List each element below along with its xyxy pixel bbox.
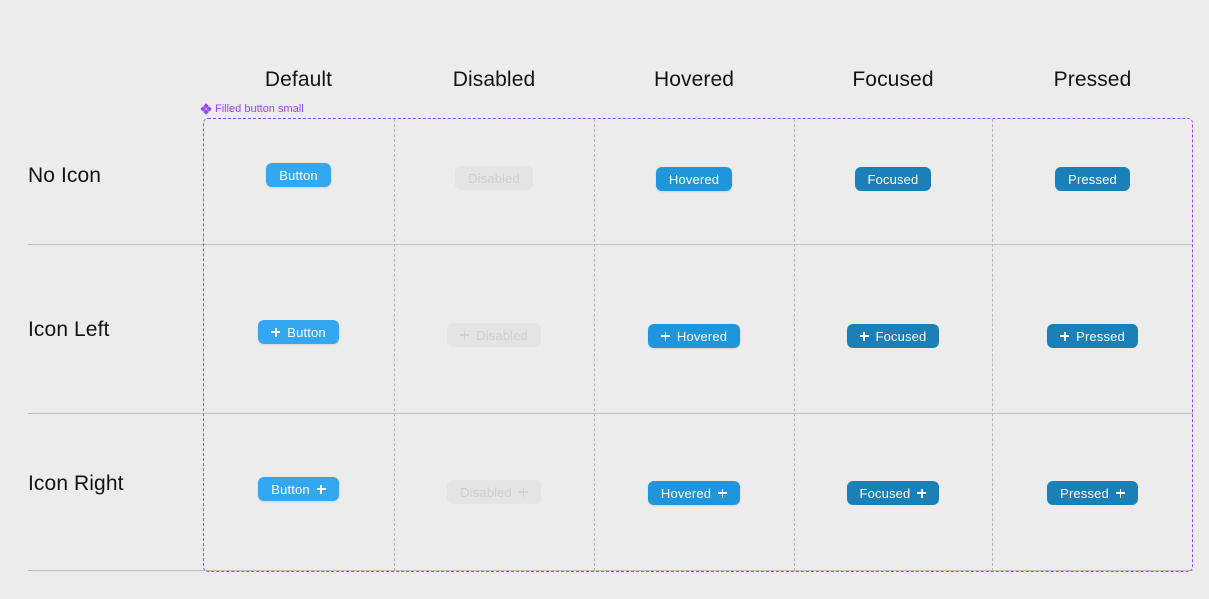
plus-icon (859, 331, 869, 341)
row-label-no-icon: No Icon (28, 164, 102, 187)
row-separator-1 (28, 413, 1193, 414)
cell-divider-1 (594, 119, 595, 571)
column-header-disabled: Disabled (452, 68, 536, 91)
button-label: Button (279, 167, 318, 183)
column-header-default: Default (264, 68, 333, 91)
cell-divider-0 (394, 119, 395, 571)
button-label: Pressed (1060, 485, 1109, 501)
button-label: Focused (867, 171, 919, 187)
button-label: Focused (859, 485, 911, 501)
button-label: Button (287, 324, 326, 340)
row-label-icon-right: Icon Right (28, 472, 124, 495)
button-label: Hovered (676, 328, 728, 344)
plus-icon (316, 484, 326, 494)
button-no-icon-hovered[interactable]: Hovered (655, 167, 733, 191)
cell-divider-2 (794, 119, 795, 571)
cell-divider-3 (992, 119, 993, 571)
button-no-icon-disabled: Disabled (455, 166, 533, 190)
button-label: Hovered (668, 171, 720, 187)
button-label: Disabled (460, 484, 512, 500)
component-frame-label: Filled button small (201, 103, 304, 115)
plus-icon (1060, 331, 1070, 341)
column-header-focused: Focused (852, 68, 934, 91)
cell-icon-left-hovered: Hovered (594, 323, 794, 349)
plus-icon (917, 488, 927, 498)
button-icon-left-default[interactable]: Button (258, 320, 339, 344)
button-icon-right-hovered[interactable]: Hovered (647, 481, 741, 505)
component-diamond-icon (201, 103, 211, 115)
cell-icon-left-default: Button (203, 319, 394, 345)
button-icon-left-disabled: Disabled (447, 323, 541, 347)
button-icon-left-focused[interactable]: Focused (846, 324, 940, 348)
cell-no-icon-hovered: Hovered (594, 166, 794, 192)
cell-icon-right-default: Button (203, 476, 394, 502)
plus-icon (1115, 488, 1125, 498)
button-no-icon-focused[interactable]: Focused (854, 167, 932, 191)
column-header-hovered: Hovered (653, 68, 735, 91)
cell-icon-right-hovered: Hovered (594, 480, 794, 506)
button-label: Focused (875, 328, 927, 344)
cell-icon-right-focused: Focused (794, 480, 992, 506)
plus-icon (718, 488, 728, 498)
plus-icon (660, 331, 670, 341)
button-icon-right-focused[interactable]: Focused (846, 481, 940, 505)
cell-icon-left-disabled: Disabled (394, 322, 594, 348)
button-icon-right-disabled: Disabled (447, 480, 541, 504)
plus-icon (271, 327, 281, 337)
row-label-icon-left: Icon Left (28, 318, 110, 341)
cell-no-icon-pressed: Pressed (992, 166, 1193, 192)
plus-icon (518, 487, 528, 497)
cell-no-icon-disabled: Disabled (394, 165, 594, 191)
row-separator-2 (28, 570, 1193, 571)
plus-icon (460, 330, 470, 340)
cell-icon-right-pressed: Pressed (992, 480, 1193, 506)
cell-icon-left-pressed: Pressed (992, 323, 1193, 349)
cell-icon-right-disabled: Disabled (394, 479, 594, 505)
cell-no-icon-focused: Focused (794, 166, 992, 192)
component-frame-label-text: Filled button small (215, 103, 304, 115)
button-no-icon-default[interactable]: Button (266, 163, 331, 187)
button-icon-left-pressed[interactable]: Pressed (1047, 324, 1138, 348)
button-icon-right-default[interactable]: Button (258, 477, 339, 501)
button-label: Pressed (1068, 171, 1117, 187)
column-header-pressed: Pressed (1053, 68, 1132, 91)
cell-no-icon-default: Button (203, 162, 394, 188)
button-icon-left-hovered[interactable]: Hovered (647, 324, 741, 348)
cell-icon-left-focused: Focused (794, 323, 992, 349)
button-label: Hovered (660, 485, 712, 501)
button-label: Disabled (476, 327, 528, 343)
button-label: Disabled (468, 170, 520, 186)
button-label: Button (271, 481, 310, 497)
row-separator-0 (28, 244, 1193, 245)
button-icon-right-pressed[interactable]: Pressed (1047, 481, 1138, 505)
button-no-icon-pressed[interactable]: Pressed (1055, 167, 1130, 191)
button-label: Pressed (1076, 328, 1125, 344)
